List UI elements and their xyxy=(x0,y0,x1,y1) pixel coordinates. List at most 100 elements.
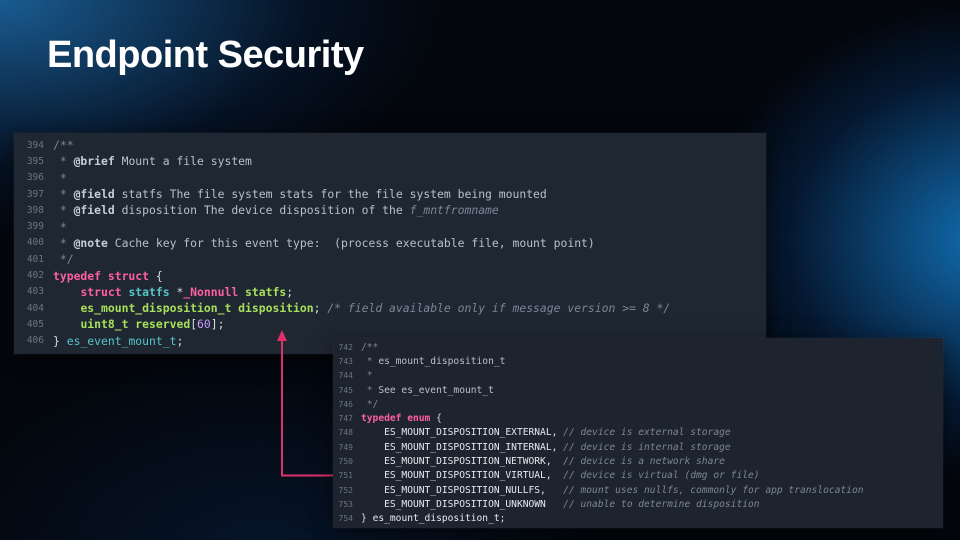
code-token: * xyxy=(53,219,67,234)
line-number: 754 xyxy=(338,514,353,524)
code-token: 60 xyxy=(197,317,211,332)
line-number: 399 xyxy=(26,221,44,233)
code-line-struct: 403 struct statfs *_Nonnull statfs; xyxy=(14,284,766,300)
code-token: ; xyxy=(313,301,328,316)
code-token: @field xyxy=(73,203,115,218)
code-line-enum: 744 * xyxy=(333,369,943,383)
code-token: statfs xyxy=(121,284,177,299)
code-text: ES_MOUNT_DISPOSITION_VIRTUAL, // device … xyxy=(361,470,760,482)
code-token: // device is external storage xyxy=(557,427,731,439)
code-token: struct xyxy=(80,284,122,299)
code-line-struct: 397 * @field statfs The file system stat… xyxy=(14,186,766,202)
code-text: ES_MOUNT_DISPOSITION_UNKNOWN // unable t… xyxy=(361,498,760,510)
code-text: typedef enum { xyxy=(361,413,442,424)
code-token: * xyxy=(53,170,67,185)
code-text: */ xyxy=(361,399,379,410)
code-text: ES_MOUNT_DISPOSITION_NULLFS, // mount us… xyxy=(361,484,864,496)
code-token: { xyxy=(430,413,442,425)
code-token: Cache key for this event type: (process … xyxy=(107,235,595,250)
code-token: ES_MOUNT_DISPOSITION_UNKNOWN xyxy=(361,498,558,510)
code-line-enum: 746 */ xyxy=(333,397,943,411)
code-text: * @note Cache key for this event type: (… xyxy=(53,236,595,250)
code-token: // device is virtual (dmg or file) xyxy=(557,470,760,482)
code-line-enum: 742/** xyxy=(333,340,943,354)
code-text: struct statfs *_Nonnull statfs; xyxy=(53,285,293,299)
line-number: 397 xyxy=(26,188,44,200)
line-number: 744 xyxy=(338,371,353,381)
code-text: * es_mount_disposition_t xyxy=(361,356,506,367)
code-token: typedef enum xyxy=(361,413,431,425)
line-number: 748 xyxy=(338,428,353,438)
code-token: @brief xyxy=(73,154,115,169)
line-number: 394 xyxy=(26,139,44,151)
code-token: /* field available only if message versi… xyxy=(327,301,671,316)
code-line-enum: 753 ES_MOUNT_DISPOSITION_UNKNOWN // unab… xyxy=(333,497,943,511)
code-token: @note xyxy=(73,235,108,250)
code-token: ES_MOUNT_DISPOSITION_VIRTUAL, xyxy=(361,470,558,482)
code-token: /** xyxy=(361,341,379,353)
code-line-struct: 400 * @note Cache key for this event typ… xyxy=(14,235,766,251)
code-line-enum: 743 * es_mount_disposition_t xyxy=(333,354,943,368)
code-text: ES_MOUNT_DISPOSITION_EXTERNAL, // device… xyxy=(361,427,731,438)
code-token: See es_event_mount_t xyxy=(378,384,494,396)
code-token: ES_MOUNT_DISPOSITION_NULLFS, xyxy=(361,484,558,496)
code-token: */ xyxy=(53,252,74,267)
code-token: * xyxy=(361,384,379,396)
code-text: uint8_t reserved[60]; xyxy=(53,317,224,331)
code-line-enum: 751 ES_MOUNT_DISPOSITION_VIRTUAL, // dev… xyxy=(333,469,943,483)
code-token: es_event_mount_t xyxy=(66,333,177,348)
code-line-enum: 749 ES_MOUNT_DISPOSITION_INTERNAL, // de… xyxy=(333,440,943,454)
line-number: 405 xyxy=(26,318,44,330)
code-text: typedef struct { xyxy=(53,269,163,283)
code-token: @field xyxy=(73,187,115,202)
line-number: 743 xyxy=(338,356,353,366)
line-number: 403 xyxy=(26,286,44,298)
code-token: ; xyxy=(499,513,506,525)
code-token: f_mntfromname xyxy=(409,203,499,218)
code-text: * @field disposition The device disposit… xyxy=(53,203,499,217)
code-token: es_mount_disposition_t xyxy=(80,301,232,316)
code-text: * @brief Mount a file system xyxy=(53,154,252,168)
code-token: disposition The device disposition of th… xyxy=(114,203,410,218)
line-number: 401 xyxy=(26,253,44,265)
code-token: // unable to determine disposition xyxy=(557,498,760,510)
code-text: * @field statfs The file system stats fo… xyxy=(53,187,547,201)
code-token: ; xyxy=(286,284,294,299)
code-line-struct: 406} es_event_mount_t; xyxy=(14,333,766,349)
code-line-enum: 745 * See es_event_mount_t xyxy=(333,383,943,397)
code-line-enum: 747 typedef enum { xyxy=(333,411,943,425)
line-number: 746 xyxy=(338,399,353,409)
line-number: 750 xyxy=(338,457,353,467)
code-token: ; xyxy=(176,333,184,348)
code-line-enum: 748 ES_MOUNT_DISPOSITION_EXTERNAL, // de… xyxy=(333,426,943,440)
code-text: * xyxy=(53,220,67,234)
code-token: * xyxy=(53,187,74,202)
code-token: ES_MOUNT_DISPOSITION_INTERNAL, xyxy=(361,441,558,453)
line-number: 395 xyxy=(26,155,44,167)
code-token: * xyxy=(361,370,373,382)
code-token: * xyxy=(176,284,184,299)
code-token: { xyxy=(149,268,163,283)
line-number: 404 xyxy=(26,302,44,314)
code-token: /** xyxy=(53,138,74,153)
code-line-struct: 396 * xyxy=(14,170,766,186)
line-number: 745 xyxy=(338,385,353,395)
code-line-struct: 395 * @brief Mount a file system xyxy=(14,153,766,169)
code-token: ES_MOUNT_DISPOSITION_EXTERNAL, xyxy=(361,427,558,439)
line-number: 396 xyxy=(26,172,44,184)
code-token: [ xyxy=(190,317,198,332)
code-line-struct: 398 * @field disposition The device disp… xyxy=(14,202,766,218)
code-line-struct: 399 * xyxy=(14,218,766,234)
code-token: // mount uses nullfs, commonly for app t… xyxy=(557,484,864,496)
line-number: 747 xyxy=(338,414,353,424)
code-token: es_mount_disposition_t xyxy=(372,513,500,525)
line-number: 398 xyxy=(26,204,44,216)
code-line-enum: 750 ES_MOUNT_DISPOSITION_NETWORK, // dev… xyxy=(333,454,943,468)
code-token: ]; xyxy=(210,317,225,332)
line-number: 406 xyxy=(26,335,44,347)
code-line-struct: 401 */ xyxy=(14,251,766,267)
code-token: // device is a network share xyxy=(557,456,725,468)
